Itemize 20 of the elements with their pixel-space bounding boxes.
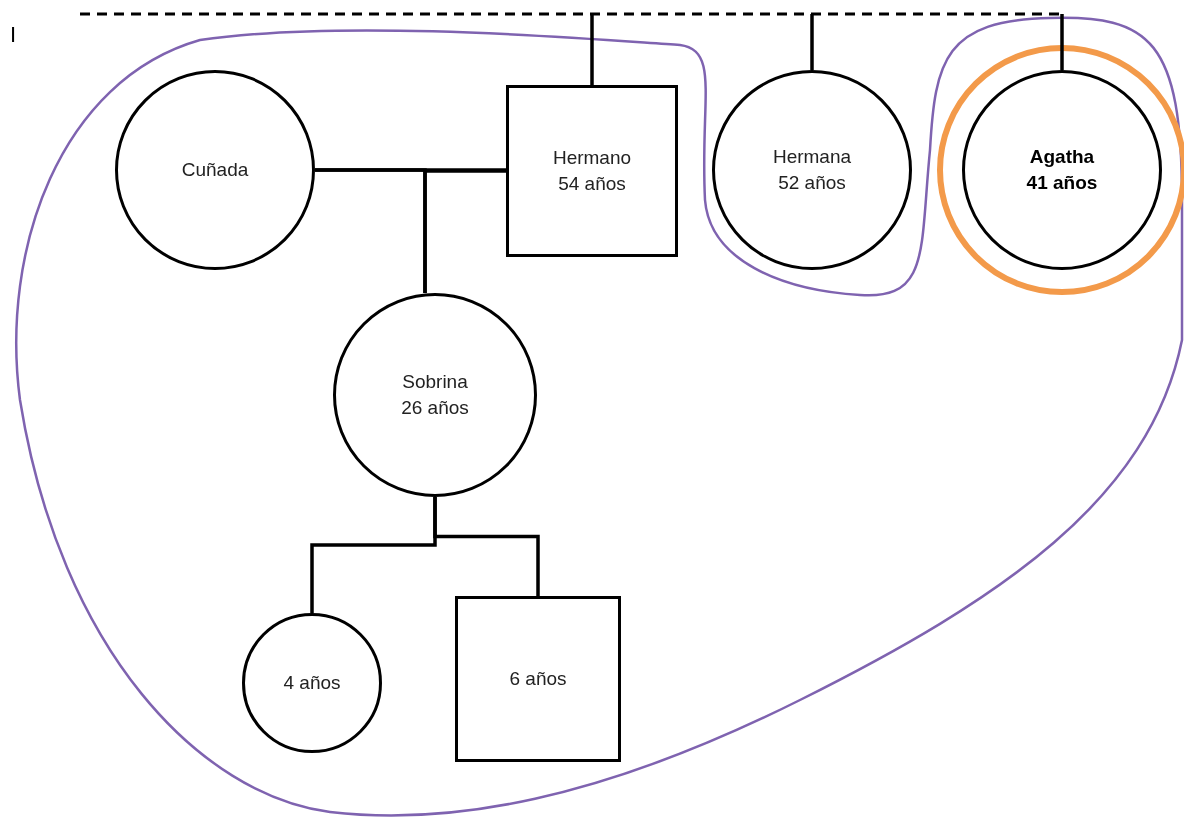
relationship-line: [423, 169, 506, 293]
age-text: 41 años: [1026, 171, 1098, 195]
relationship-line: [590, 14, 594, 85]
person-name: Hermano: [552, 146, 632, 170]
age-text: Cuñada: [181, 158, 249, 182]
relationship-line: [810, 14, 814, 70]
person-name: Agatha: [1029, 145, 1095, 169]
age-text: 4 años: [283, 671, 341, 695]
age-text: 52 años: [778, 171, 846, 195]
person-name: Sobrina: [402, 370, 468, 394]
relationship-line: [433, 497, 540, 596]
generation-numeral: I: [10, 22, 17, 48]
male-square: [506, 85, 678, 257]
age-text: 6 años: [509, 667, 567, 691]
relationship-line: [1060, 14, 1064, 70]
age-text: 54 años: [558, 172, 626, 196]
female-circle: [962, 70, 1162, 270]
age-text: 26 años: [401, 396, 469, 420]
male-square: [455, 596, 621, 762]
person-name: Hermana: [772, 145, 852, 169]
